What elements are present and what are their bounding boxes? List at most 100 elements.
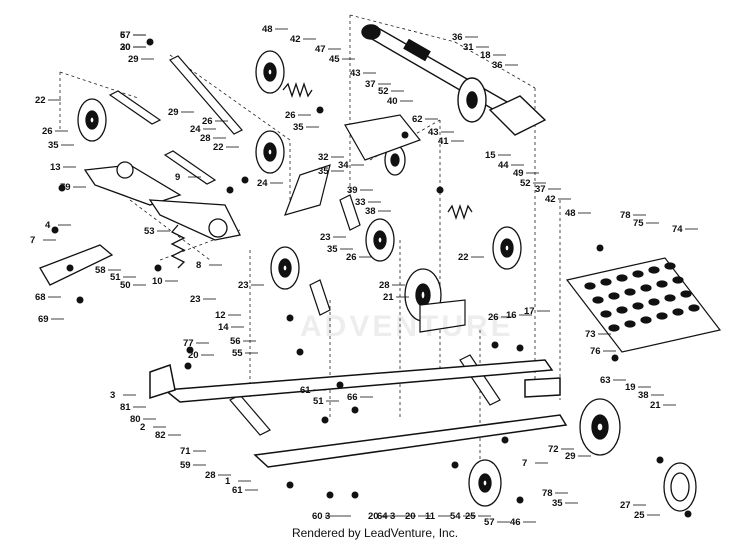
callout-25: 25 — [465, 511, 476, 522]
wheel-35-center — [365, 218, 395, 262]
fastener — [66, 264, 74, 272]
callout-7: 7 — [30, 235, 35, 246]
fastener — [516, 344, 524, 352]
callout-76: 76 — [590, 346, 601, 357]
callout-35: 35 — [318, 166, 329, 177]
callout-62: 62 — [412, 114, 423, 125]
callout-68: 68 — [35, 292, 46, 303]
clip-hole — [664, 262, 676, 270]
callout-29: 29 — [565, 451, 576, 462]
callout-78: 78 — [542, 488, 553, 499]
fastener — [351, 491, 359, 499]
callout-22: 22 — [213, 142, 224, 153]
shafts — [108, 55, 501, 436]
callout-12: 12 — [215, 310, 226, 321]
callout-28: 28 — [205, 470, 216, 481]
callout-63: 63 — [600, 375, 611, 386]
callout-28: 28 — [379, 280, 390, 291]
fastener — [184, 362, 192, 370]
callout-7: 7 — [522, 458, 527, 469]
callout-64: 64 — [377, 511, 388, 522]
callout-20: 20 — [188, 350, 199, 361]
clip-hole — [648, 266, 660, 274]
callout-53: 53 — [144, 226, 155, 237]
callout-21: 21 — [650, 400, 661, 411]
callout-20: 20 — [120, 42, 131, 53]
clip-hole — [680, 290, 692, 298]
fastener — [351, 406, 359, 414]
callout-49: 49 — [513, 168, 524, 179]
callout-3: 3 — [110, 390, 115, 401]
clip-hole — [624, 320, 636, 328]
wheel-26-small — [384, 144, 406, 176]
callout-26: 26 — [202, 116, 213, 127]
fastener — [326, 491, 334, 499]
callout-38: 38 — [638, 390, 649, 401]
callout-51: 51 — [110, 272, 121, 283]
callout-10: 10 — [152, 276, 163, 287]
callout-80: 80 — [130, 414, 141, 425]
callout-45: 45 — [329, 54, 340, 65]
callout-23: 23 — [238, 280, 249, 291]
callout-69: 69 — [38, 314, 49, 325]
callout-81: 81 — [120, 402, 131, 413]
clip-hole — [608, 324, 620, 332]
clip-hole — [600, 310, 612, 318]
clip-hole — [672, 308, 684, 316]
fastener — [286, 481, 294, 489]
callout-39: 39 — [347, 185, 358, 196]
callout-47: 47 — [315, 44, 326, 55]
callout-38: 38 — [365, 206, 376, 217]
wheel-42-top — [255, 50, 285, 94]
callout-5: 5 — [120, 30, 126, 41]
callout-32: 32 — [318, 152, 329, 163]
callout-26: 26 — [285, 110, 296, 121]
callout-78: 78 — [620, 210, 631, 221]
fastener — [241, 176, 249, 184]
fastener — [51, 226, 59, 234]
fastener — [436, 186, 444, 194]
callout-9: 9 — [175, 172, 180, 183]
fastener — [321, 416, 329, 424]
callout-17: 17 — [524, 306, 535, 317]
idler-wheels — [77, 50, 621, 507]
wheel-35-upper-left — [77, 98, 107, 142]
callout-28: 28 — [200, 133, 211, 144]
fastener — [316, 106, 324, 114]
callout-36: 36 — [492, 60, 503, 71]
fastener — [656, 456, 664, 464]
clip-hole — [648, 298, 660, 306]
fastener — [491, 341, 499, 349]
clip-hole — [672, 276, 684, 284]
callout-16: 16 — [506, 310, 517, 321]
callout-3: 3 — [325, 511, 330, 522]
callout-77: 77 — [183, 338, 194, 349]
guide-lines — [59, 14, 561, 470]
callout-75: 75 — [633, 218, 644, 229]
callout-2: 2 — [140, 422, 145, 433]
clip-hole — [624, 288, 636, 296]
callout-35: 35 — [48, 140, 59, 151]
footer-credit: Rendered by LeadVenture, Inc. — [291, 526, 459, 540]
callout-42: 42 — [290, 34, 301, 45]
fastener — [58, 184, 66, 192]
callout-48: 48 — [262, 24, 273, 35]
callout-33: 33 — [355, 197, 366, 208]
fasteners — [51, 38, 692, 518]
fastener — [684, 510, 692, 518]
wheel-35-bottom — [468, 459, 502, 507]
fastener — [146, 38, 154, 46]
callout-34: 34 — [338, 160, 349, 171]
callout-25: 25 — [634, 510, 645, 521]
callout-35: 35 — [552, 498, 563, 509]
callout-57: 57 — [484, 517, 495, 528]
fastener — [286, 314, 294, 322]
callout-29: 29 — [168, 107, 179, 118]
leader-lines — [43, 28, 698, 523]
fastener — [186, 346, 194, 354]
front-arm — [39, 161, 241, 286]
fastener — [451, 461, 459, 469]
callout-37: 37 — [535, 184, 546, 195]
fastener — [501, 436, 509, 444]
